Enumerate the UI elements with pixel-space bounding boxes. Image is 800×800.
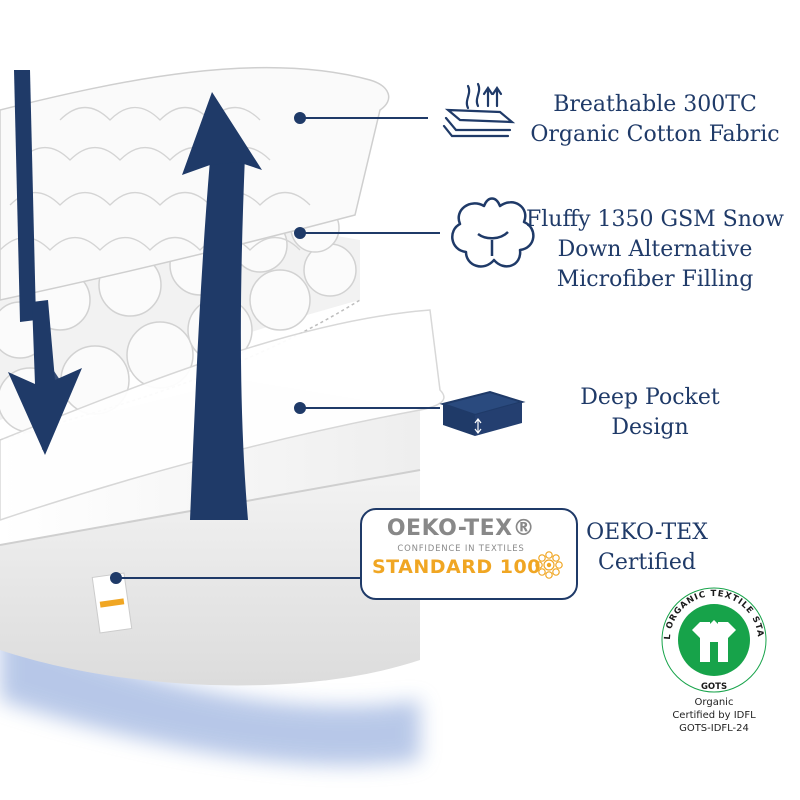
blue-glow <box>0 620 420 766</box>
feature-filling-line-1: Fluffy 1350 GSM Snow <box>526 207 784 232</box>
oeko-tag-on-product <box>91 572 133 634</box>
gots-caption: Organic Certified by IDFL GOTS-IDFL-24 <box>654 696 774 735</box>
airflow-down-arrow <box>8 70 82 455</box>
feature-filling-label: Fluffy 1350 GSM Snow Down Alternative Mi… <box>520 205 790 295</box>
cotton-boll-icon <box>451 197 535 268</box>
fabric-layers-icon <box>442 82 516 138</box>
oeko-badge-title: OEKO-TEX® <box>386 516 536 541</box>
mattress-box-icon <box>439 390 526 436</box>
oeko-tex-badge: OEKO-TEX® CONFIDENCE IN TEXTILES STANDAR… <box>360 508 578 600</box>
feature-pocket-line-1: Deep Pocket <box>580 385 720 410</box>
oeko-badge-subtitle: CONFIDENCE IN TEXTILES <box>397 544 525 554</box>
feature-oeko-label: OEKO-TEX Certified <box>582 518 712 578</box>
gots-caption-line-3: GOTS-IDFL-24 <box>679 723 749 734</box>
feature-filling-line-2: Down Alternative <box>557 237 753 262</box>
gots-badge-text: GOTS <box>701 682 727 692</box>
airflow-up-arrow <box>182 92 262 520</box>
feature-pocket-line-2: Design <box>611 415 689 440</box>
gots-caption-line-2: Certified by IDFL <box>672 710 756 721</box>
gots-caption-line-1: Organic <box>694 697 734 708</box>
feature-filling-line-3: Microfiber Filling <box>556 267 754 292</box>
oeko-flower-icon <box>535 551 563 579</box>
top-fabric-layer <box>0 66 390 301</box>
feature-fabric-line-2: Organic Cotton Fabric <box>530 122 780 147</box>
feature-fabric-label: Breathable 300TC Organic Cotton Fabric <box>520 90 790 150</box>
feature-oeko-line-2: Certified <box>597 550 697 575</box>
feature-oeko-line-1: OEKO-TEX <box>586 520 708 545</box>
feature-fabric-line-1: Breathable 300TC <box>553 92 757 117</box>
feature-pocket-label: Deep Pocket Design <box>560 383 740 443</box>
oeko-badge-standard: STANDARD 100 <box>372 556 541 578</box>
gots-shirt-icon <box>692 620 736 662</box>
